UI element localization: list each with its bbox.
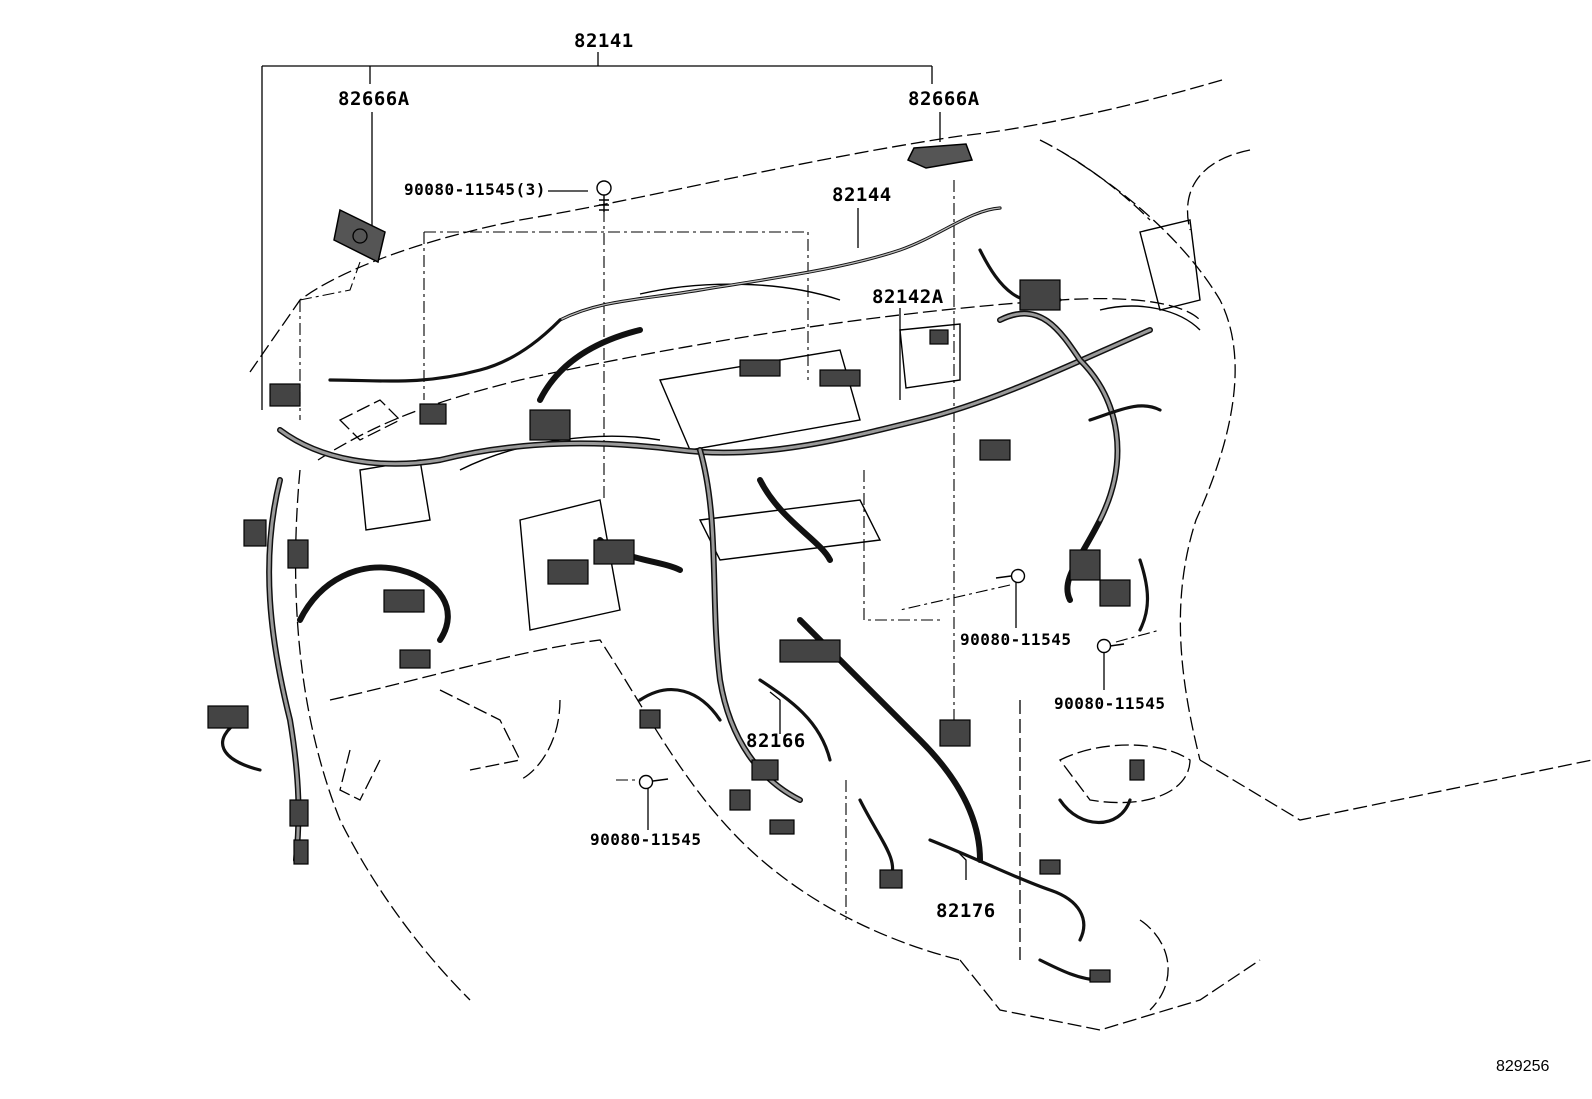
callout-bolt-top: 90080-11545(3) xyxy=(404,180,546,199)
connectors xyxy=(207,279,1145,983)
callout-82666a-right: 82666A xyxy=(908,88,980,110)
bolts xyxy=(596,180,1125,790)
callout-82144: 82144 xyxy=(832,184,892,206)
callout-leader-lines xyxy=(371,112,1105,880)
callout-82166: 82166 xyxy=(746,730,806,752)
main-harness-bracket-lines xyxy=(261,52,933,410)
callout-bolt-right-2: 90080-11545 xyxy=(1054,694,1166,713)
callout-bolt-lower: 90080-11545 xyxy=(590,830,702,849)
callout-82142a: 82142A xyxy=(872,286,944,308)
bolt-top-icon xyxy=(596,180,612,212)
bracket-parts xyxy=(333,143,974,264)
bolt-right-2-icon xyxy=(1096,638,1125,654)
callout-bolt-right-1: 90080-11545 xyxy=(960,630,1072,649)
bolt-lower-icon xyxy=(638,774,669,790)
main-wiring-harness xyxy=(266,310,1153,863)
callout-82141: 82141 xyxy=(574,30,634,52)
bolt-right-1-icon xyxy=(995,568,1026,584)
diagram-reference-id: 829256 xyxy=(1496,1058,1550,1075)
callout-82176: 82176 xyxy=(936,900,996,922)
vehicle-body-outline xyxy=(249,79,1592,1031)
callout-82666a-left: 82666A xyxy=(338,88,410,110)
